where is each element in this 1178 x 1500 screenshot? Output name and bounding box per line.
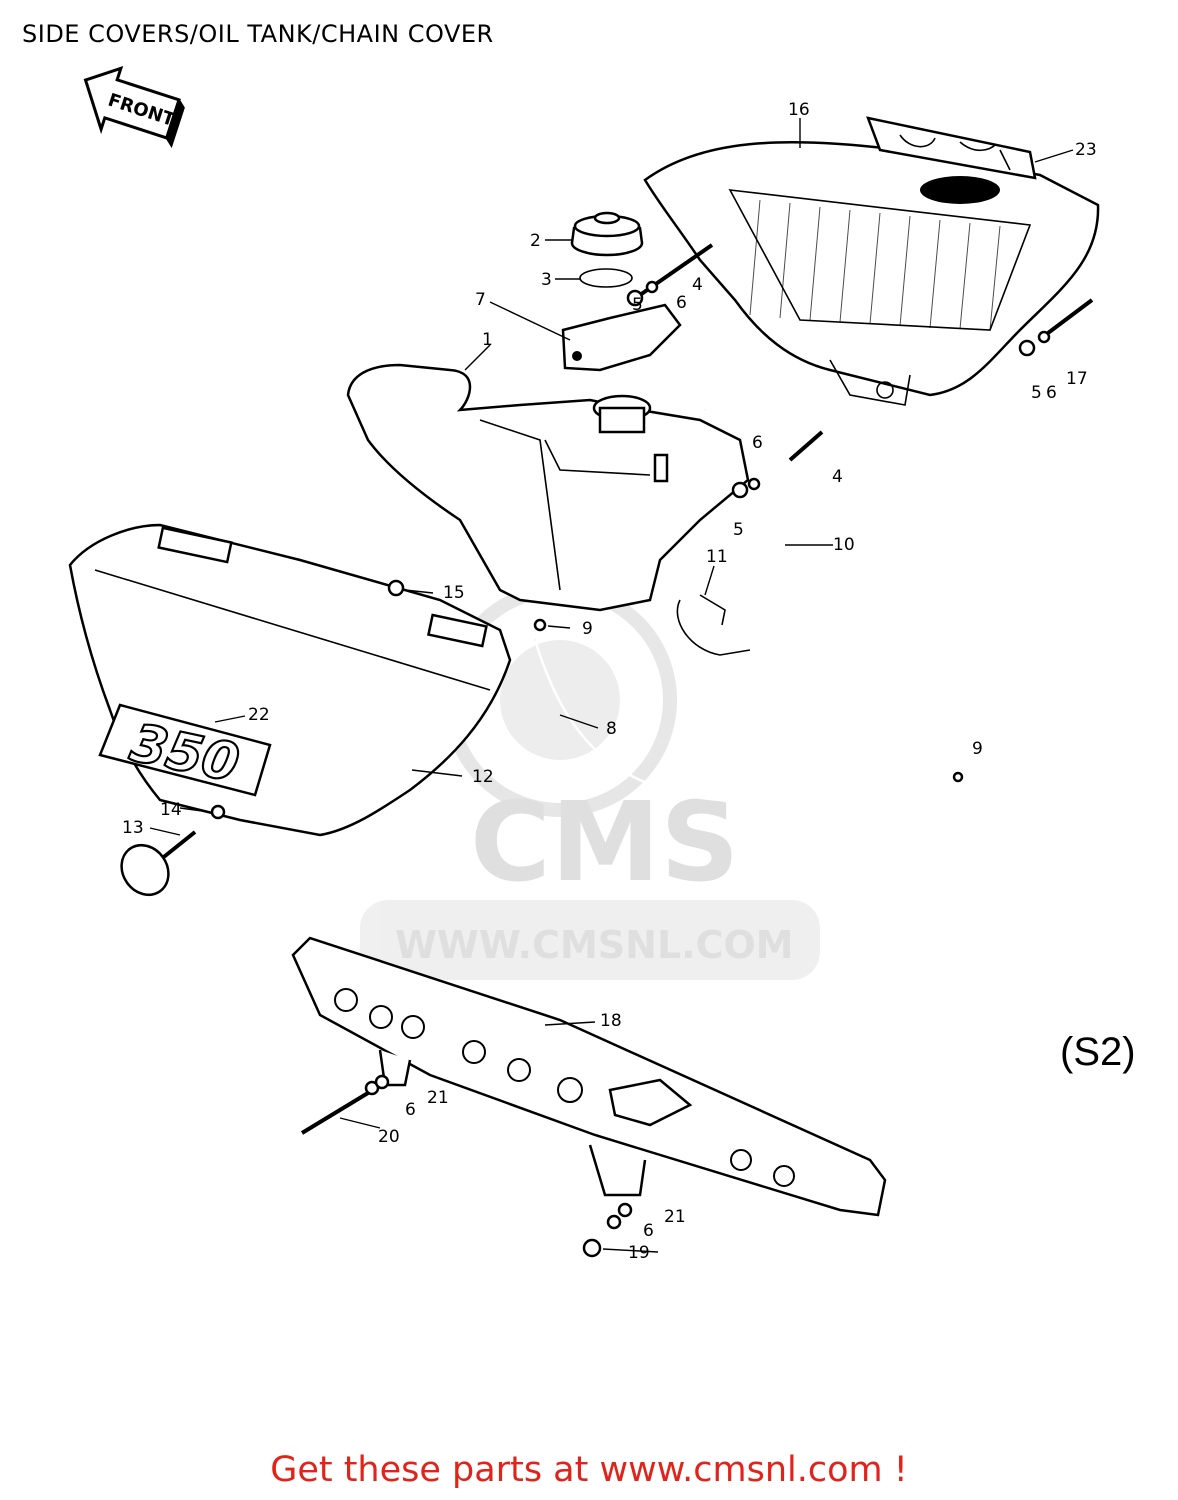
callout-7: 7 bbox=[475, 290, 486, 310]
right-cover-decal bbox=[866, 116, 1037, 180]
tank-bracket bbox=[561, 303, 682, 372]
callout-2: 2 bbox=[530, 231, 541, 251]
oil-tank-cap bbox=[570, 211, 644, 257]
breather-hose-10-inner bbox=[703, 368, 783, 691]
callout-5a: 5 bbox=[632, 295, 643, 315]
callout-15: 15 bbox=[443, 583, 465, 603]
callout-6e: 6 bbox=[643, 1221, 654, 1241]
variant-code: (S2) bbox=[1060, 1030, 1136, 1074]
callout-20: 20 bbox=[378, 1127, 400, 1147]
callout-16: 16 bbox=[788, 100, 810, 120]
leader-lines bbox=[149, 118, 1074, 1253]
left-side-cover bbox=[68, 523, 512, 837]
callout-6d: 6 bbox=[405, 1100, 416, 1120]
callout-1: 1 bbox=[482, 330, 493, 350]
oil-hose-8-inner bbox=[533, 639, 941, 802]
callout-9b: 9 bbox=[972, 739, 983, 759]
watermark-url: WWW.CMSNL.COM bbox=[395, 923, 794, 967]
callout-6b: 6 bbox=[1046, 383, 1057, 403]
callout-6c: 6 bbox=[752, 433, 763, 453]
callout-5b: 5 bbox=[1031, 383, 1042, 403]
chain-cover bbox=[291, 936, 887, 1217]
page-title: SIDE COVERS/OIL TANK/CHAIN COVER bbox=[22, 20, 494, 48]
cover-knob bbox=[120, 830, 197, 897]
callout-23: 23 bbox=[1075, 140, 1097, 160]
callout-9a: 9 bbox=[582, 619, 593, 639]
callout-19: 19 bbox=[628, 1243, 650, 1263]
callout-22: 22 bbox=[248, 705, 270, 725]
callout-11: 11 bbox=[706, 547, 728, 567]
hose-clamp-band bbox=[676, 594, 751, 656]
callout-21b: 21 bbox=[664, 1207, 686, 1227]
oil-tank bbox=[346, 363, 750, 612]
callout-6a: 6 bbox=[676, 293, 687, 313]
callout-numbers: 1 2 3 4 4 5 5 5 6 6 6 6 6 7 8 9 9 10 11 … bbox=[122, 100, 1097, 1263]
cta-link[interactable]: Get these parts at www.cmsnl.com ! bbox=[270, 1450, 908, 1490]
callout-18: 18 bbox=[600, 1011, 622, 1031]
right-side-cover bbox=[643, 141, 1100, 406]
callout-8: 8 bbox=[606, 719, 617, 739]
callout-4a: 4 bbox=[692, 275, 703, 295]
callout-21a: 21 bbox=[427, 1088, 449, 1108]
watermark-brand: CMS bbox=[470, 778, 739, 906]
fasteners bbox=[210, 243, 1094, 1258]
callout-14: 14 bbox=[160, 800, 182, 820]
callout-10: 10 bbox=[833, 535, 855, 555]
callout-3: 3 bbox=[541, 270, 552, 290]
callout-12: 12 bbox=[472, 767, 494, 787]
callout-4b: 4 bbox=[832, 467, 843, 487]
cap-o-ring bbox=[579, 268, 633, 288]
front-arrow: FRONT bbox=[83, 66, 185, 149]
callout-17: 17 bbox=[1066, 369, 1088, 389]
callout-5c: 5 bbox=[733, 520, 744, 540]
callout-13: 13 bbox=[122, 818, 144, 838]
